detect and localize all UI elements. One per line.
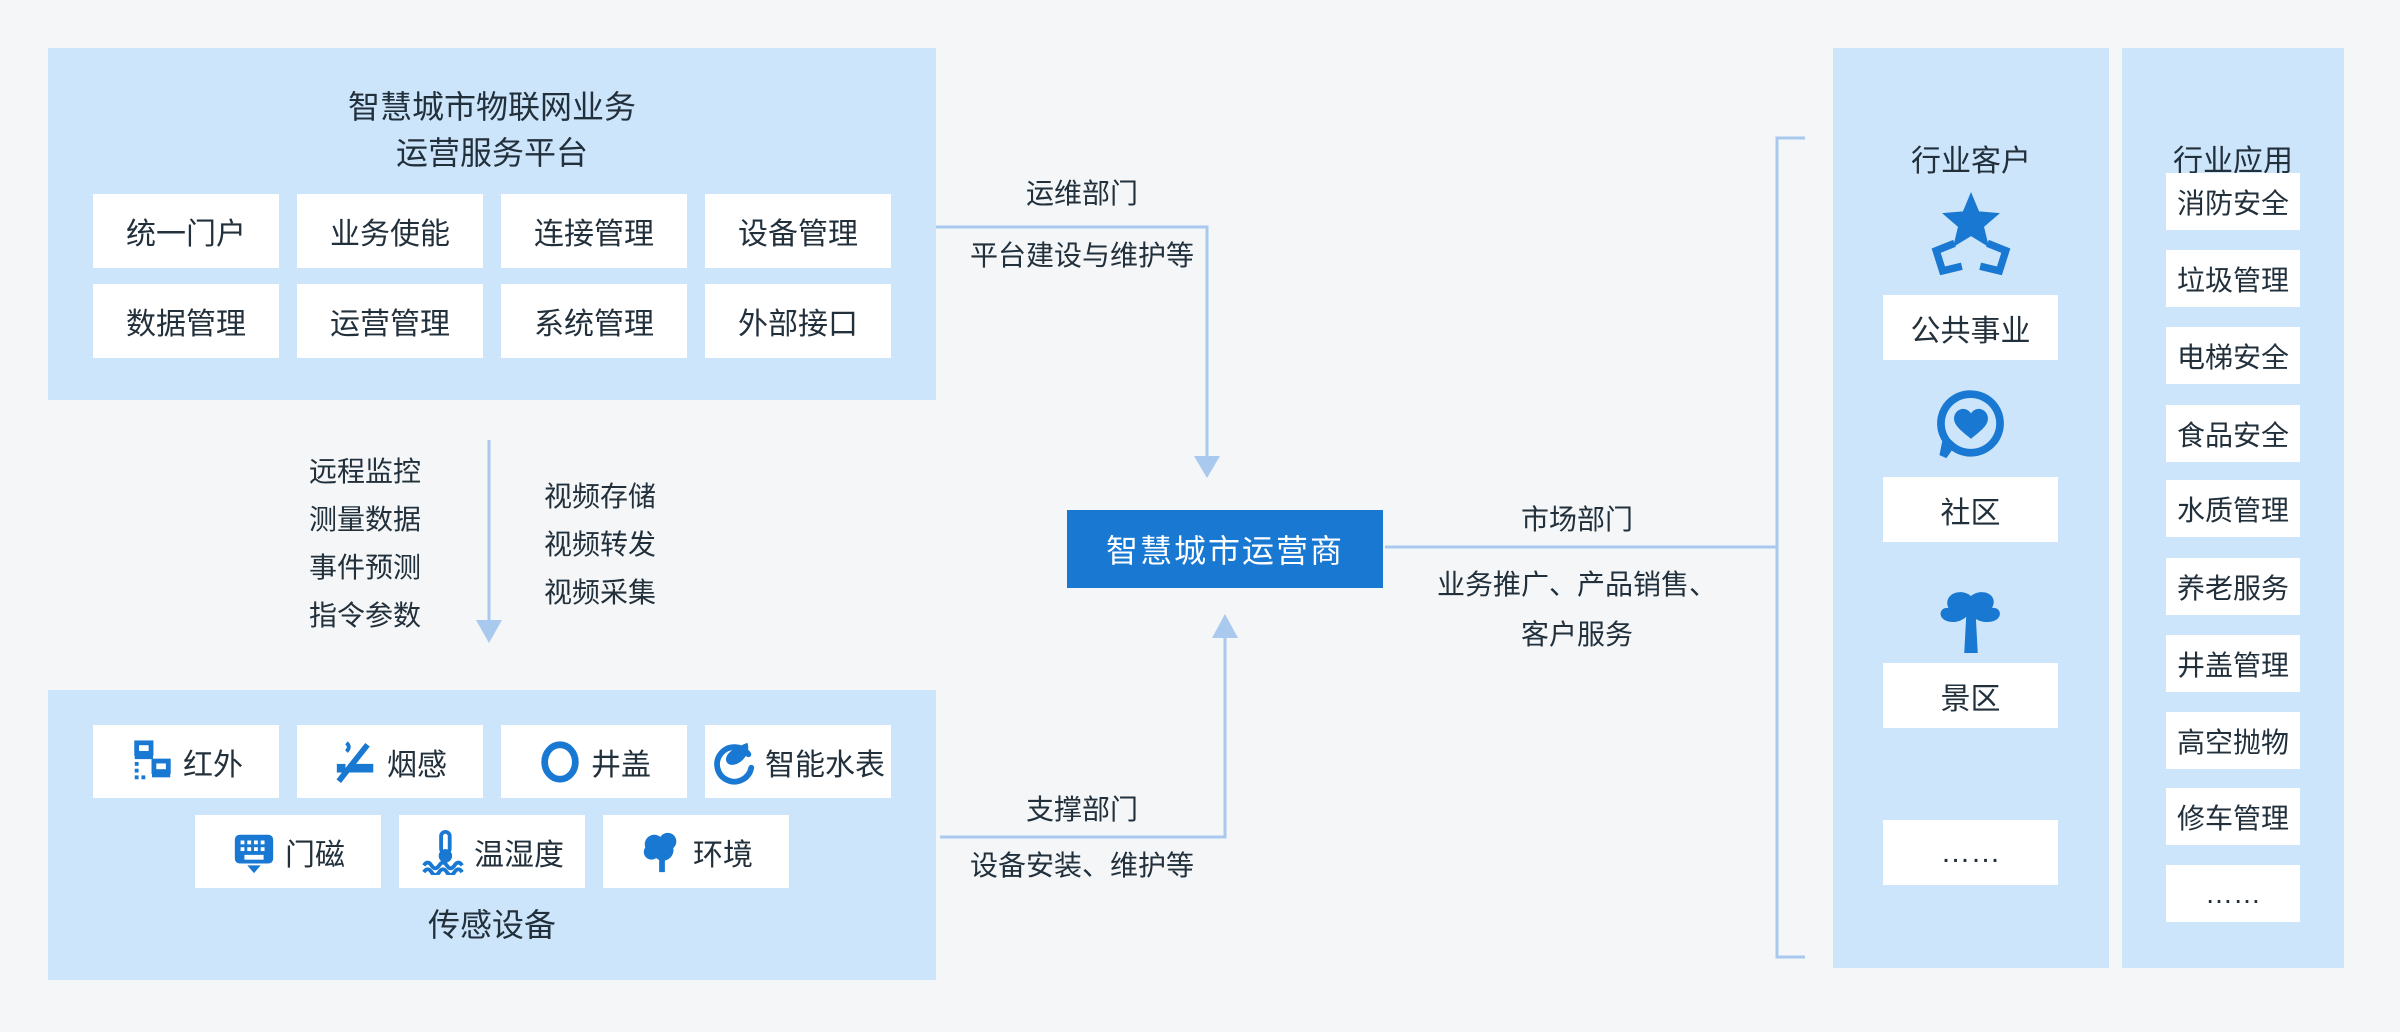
sensor-box: 烟感: [297, 725, 483, 798]
module-box: 连接管理: [501, 194, 687, 268]
support-dept-name: 支撑部门: [1025, 794, 1138, 825]
module-box: 统一门户: [93, 194, 279, 268]
infrared-icon: [134, 739, 171, 779]
utilities-icon: [1931, 192, 2011, 276]
sensor-box: 门磁: [195, 815, 381, 888]
application-box: ……: [2166, 865, 2300, 922]
platform-panel: 智慧城市物联网业务 运营服务平台 统一门户 业务使能 连接管理 设备管理 数据管…: [48, 48, 936, 400]
market-desc-line1: 业务推广、产品销售、: [1436, 569, 1717, 600]
water-meter-icon: [714, 742, 755, 784]
applications-panel: 行业应用 消防安全 垃圾管理 电梯安全 食品安全 水质管理 养老服务 井盖管理 …: [2122, 48, 2344, 968]
smoke-icon: [336, 740, 374, 783]
customer-box: 景区: [1883, 663, 2058, 728]
scenic-icon: [1940, 592, 2000, 653]
application-box: 食品安全: [2166, 405, 2300, 462]
application-box: 养老服务: [2166, 558, 2300, 615]
support-arrowhead-up-icon: [1212, 614, 1238, 638]
downlink-label: 测量数据: [308, 504, 421, 535]
sensors-panel: 红外 烟感 井盖 智能水表: [48, 690, 936, 980]
sensor-box: 井盖: [501, 725, 687, 798]
downlink-label: 指令参数: [308, 600, 421, 631]
application-box: 高空抛物: [2166, 712, 2300, 769]
module-box: 业务使能: [297, 194, 483, 268]
customers-bracket-line: [1775, 136, 1805, 959]
market-desc-line2: 客户服务: [1520, 619, 1633, 650]
sensor-label: 温湿度: [474, 838, 564, 872]
data-flow-arrowhead-down-icon: [476, 620, 502, 643]
ops-dept-name: 运维部门: [1025, 178, 1138, 209]
customer-more-box: ……: [1883, 820, 2058, 885]
video-label: 视频存储: [543, 481, 656, 512]
temp-humidity-icon: [422, 829, 464, 875]
door-magnet-icon: [234, 834, 274, 873]
downlink-label: 远程监控: [308, 456, 421, 487]
market-dept-desc: 业务推广、产品销售、 客户服务: [1412, 560, 1742, 660]
video-label: 视频采集: [543, 577, 656, 608]
sensor-label: 井盖: [591, 748, 651, 782]
sensor-box: 温湿度: [399, 815, 585, 888]
application-box: 电梯安全: [2166, 327, 2300, 384]
module-box: 设备管理: [705, 194, 891, 268]
sensor-label: 环境: [693, 838, 753, 872]
platform-panel-title: 智慧城市物联网业务 运营服务平台: [48, 84, 936, 176]
sensor-box: 红外: [93, 725, 279, 798]
module-box: 数据管理: [93, 284, 279, 358]
application-box: 修车管理: [2166, 788, 2300, 845]
sensor-label: 烟感: [387, 748, 447, 782]
sensor-label: 智能水表: [765, 748, 885, 782]
video-label: 视频转发: [543, 529, 656, 560]
application-box: 垃圾管理: [2166, 250, 2300, 307]
module-box: 外部接口: [705, 284, 891, 358]
market-dept-name: 市场部门: [1520, 504, 1633, 535]
downlink-label: 事件预测: [308, 552, 421, 583]
sensor-box: 环境: [603, 815, 789, 888]
manhole-icon: [541, 740, 579, 783]
customer-box: 公共事业: [1883, 295, 2058, 360]
sensor-label: 红外: [183, 748, 243, 782]
customers-panel: 行业客户 公共事业 社区 景区 ……: [1833, 48, 2109, 968]
video-data-labels: 视频存储 视频转发 视频采集: [505, 473, 695, 617]
sensor-box: 智能水表: [705, 725, 891, 798]
environment-icon: [643, 832, 677, 872]
applications-title: 行业应用: [2173, 145, 2293, 178]
support-dept-desc: 设备安装、维护等: [969, 850, 1194, 881]
ops-dept-desc: 平台建设与维护等: [969, 240, 1194, 271]
ops-arrowhead-down-icon: [1194, 456, 1220, 478]
platform-title-line1: 智慧城市物联网业务: [347, 89, 636, 125]
community-icon: [1937, 390, 2004, 459]
customers-title: 行业客户: [1911, 145, 2031, 178]
module-box: 运营管理: [297, 284, 483, 358]
application-box: 消防安全: [2166, 173, 2300, 230]
application-box: 井盖管理: [2166, 635, 2300, 692]
sensors-caption: 传感设备: [427, 907, 556, 943]
module-box: 系统管理: [501, 284, 687, 358]
platform-title-line2: 运营服务平台: [395, 135, 588, 171]
customer-box: 社区: [1883, 477, 2058, 542]
operator-box: 智慧城市运营商: [1067, 510, 1383, 588]
downlink-data-labels: 远程监控 测量数据 事件预测 指令参数: [270, 448, 460, 640]
application-box: 水质管理: [2166, 480, 2300, 537]
sensor-label: 门磁: [285, 838, 345, 872]
